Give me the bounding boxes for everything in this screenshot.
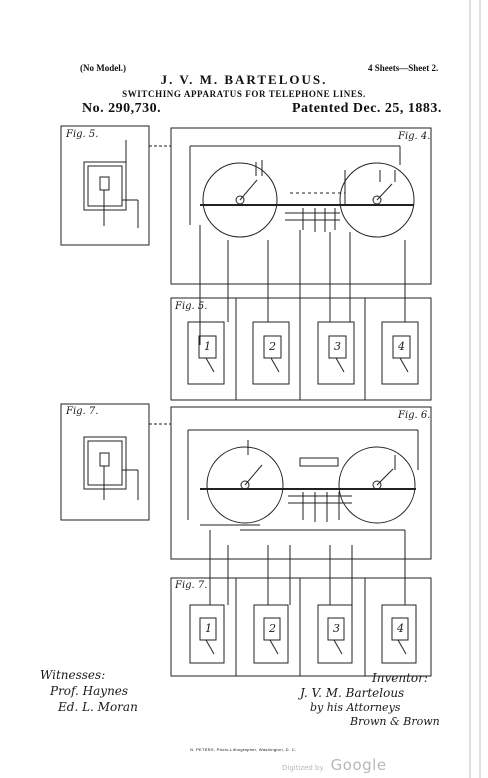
fig5b-label: Fig. 5. xyxy=(175,301,208,312)
patent-number: No. 290,730. xyxy=(82,101,162,116)
fig5-frame xyxy=(60,125,150,246)
box2-label: 2 xyxy=(269,340,276,353)
witness-one-signature: Prof. Haynes xyxy=(50,684,129,698)
box2b-label: 2 xyxy=(269,622,276,635)
digitized-by-google: Digitized by Google xyxy=(282,756,387,775)
digitized-prefix: Digitized by xyxy=(282,764,324,772)
inventor-name: J. V. M. BARTELOUS. xyxy=(160,72,328,87)
fig6-right-dial xyxy=(338,446,416,524)
fig7-prime-frame xyxy=(170,577,432,677)
fig7-label: Fig. 7. xyxy=(66,406,99,417)
no-model-note: (No Model.) xyxy=(80,63,126,73)
fig4-left-dial xyxy=(202,162,278,238)
box1-label: 1 xyxy=(204,340,211,353)
fig5-label: Fig. 5. xyxy=(66,129,99,140)
fig4-right-dial xyxy=(339,162,415,238)
box4-label: 4 xyxy=(398,340,405,353)
sheet-number: 4 Sheets—Sheet 2. xyxy=(368,63,439,73)
witness-two-signature: Ed. L. Moran xyxy=(58,700,138,714)
fig6-label: Fig. 6. xyxy=(398,410,431,421)
witnesses-label: Witnesses: xyxy=(40,668,106,682)
patent-date: Patented Dec. 25, 1883. xyxy=(292,101,442,116)
inventor-label: Inventor: xyxy=(372,671,428,685)
fig4-frame xyxy=(170,127,432,285)
box1b-label: 1 xyxy=(205,622,212,635)
fig5-prime-frame xyxy=(170,297,432,401)
box3b-label: 3 xyxy=(333,622,340,635)
inventor-signature: J. V. M. Bartelous xyxy=(300,686,405,700)
fig4-label: Fig. 4. xyxy=(398,131,431,142)
fig7b-label: Fig. 7. xyxy=(175,580,208,591)
box3-label: 3 xyxy=(334,340,341,353)
fig6-left-dial xyxy=(206,446,284,524)
fig7-frame xyxy=(60,403,150,521)
fig6-frame xyxy=(170,406,432,560)
printer-credit: N. PETERS, Photo-Lithographer, Washingto… xyxy=(190,747,297,752)
attorney-line: by his Attorneys xyxy=(310,701,401,714)
patent-subject: SWITCHING APPARATUS FOR TELEPHONE LINES. xyxy=(122,89,366,99)
attorney-signature: Brown & Brown xyxy=(350,715,440,728)
google-logo: Google xyxy=(330,756,387,774)
box4b-label: 4 xyxy=(397,622,404,635)
